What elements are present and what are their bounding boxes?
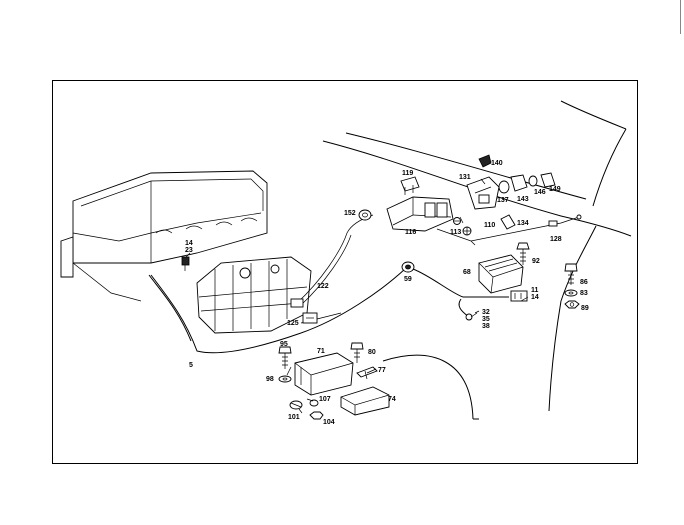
- part-92: [516, 242, 530, 265]
- callout-83: 83: [580, 290, 588, 297]
- part-152: [358, 209, 372, 221]
- cable-128: [436, 214, 582, 246]
- callout-119: 119: [402, 170, 413, 177]
- part-110: [462, 226, 472, 236]
- callout-98: 98: [266, 376, 274, 383]
- box-74: [340, 386, 390, 416]
- callout-38: 38: [482, 323, 490, 330]
- washer-98: [278, 375, 292, 383]
- part-119: [400, 176, 420, 195]
- part-146: [528, 175, 538, 187]
- bolt-80: [350, 342, 364, 363]
- part-107: [309, 399, 319, 407]
- callout-116: 116: [405, 229, 416, 236]
- callout-122: 122: [317, 283, 329, 290]
- callout-11: 11: [531, 287, 539, 294]
- callout-68: 68: [463, 269, 471, 276]
- callout-5: 5: [189, 362, 193, 369]
- part-113: [453, 217, 461, 225]
- callout-149: 149: [549, 186, 561, 193]
- callout-92: 92: [532, 258, 540, 265]
- car-body-outline: [322, 100, 632, 420]
- callout-32: 32: [482, 309, 490, 316]
- callout-14-connector: 14: [531, 294, 539, 301]
- module-116: [386, 196, 454, 232]
- part-101: [289, 400, 303, 410]
- grommet-59: [401, 261, 415, 273]
- bolt-86: [564, 263, 578, 285]
- callout-152: 152: [344, 210, 356, 217]
- part-125: [302, 312, 318, 324]
- callout-134: 134: [517, 220, 529, 227]
- nut-89: [564, 300, 580, 309]
- callout-80: 80: [368, 349, 376, 356]
- callout-125: 125: [287, 320, 299, 327]
- part-140: [478, 154, 492, 168]
- part-134: [500, 214, 516, 230]
- engine-block: [60, 170, 268, 302]
- callout-14-engine: 14: [185, 240, 193, 247]
- leader-lines: [185, 178, 529, 414]
- control-box-71: [294, 352, 354, 396]
- callout-113: 113: [450, 229, 461, 236]
- part-149: [540, 172, 556, 188]
- callout-137: 137: [497, 197, 509, 204]
- connector-11-14: [510, 290, 528, 302]
- page-edge-mark: [680, 0, 681, 34]
- part-137: [498, 180, 510, 194]
- parts-diagram: 5 14 23 119 131 140 137 143 146 149 152 …: [60, 100, 632, 426]
- part-143: [510, 174, 528, 192]
- diagram-frame: 5 14 23 119 131 140 137 143 146 149 152 …: [52, 80, 638, 464]
- sensor-32-35-38: [465, 312, 478, 321]
- callout-140: 140: [491, 160, 503, 167]
- callout-71: 71: [317, 348, 325, 355]
- control-unit-68: [478, 254, 524, 294]
- washer-83: [564, 289, 578, 297]
- callout-104: 104: [323, 419, 335, 426]
- callout-labels: 5 14 23 119 131 140 137 143 146 149 152 …: [185, 160, 589, 426]
- callout-95: 95: [280, 341, 288, 348]
- callout-110: 110: [484, 222, 495, 229]
- callout-35: 35: [482, 316, 490, 323]
- callout-74: 74: [388, 396, 396, 403]
- callout-143: 143: [517, 196, 529, 203]
- callout-128: 128: [550, 236, 562, 243]
- callout-86: 86: [580, 279, 588, 286]
- callout-146: 146: [534, 189, 546, 196]
- callout-77: 77: [378, 367, 386, 374]
- callout-23: 23: [185, 247, 193, 254]
- callout-59: 59: [404, 276, 412, 283]
- bolt-95: [278, 346, 292, 369]
- wiring-harness: [148, 268, 509, 354]
- part-131: [466, 176, 500, 210]
- sensor-part-14-23: [181, 256, 190, 271]
- callout-89: 89: [581, 305, 589, 312]
- callout-107: 107: [319, 396, 331, 403]
- callout-101: 101: [288, 414, 300, 421]
- callout-131: 131: [459, 174, 471, 181]
- part-104: [309, 411, 324, 420]
- bracket-77: [356, 366, 378, 380]
